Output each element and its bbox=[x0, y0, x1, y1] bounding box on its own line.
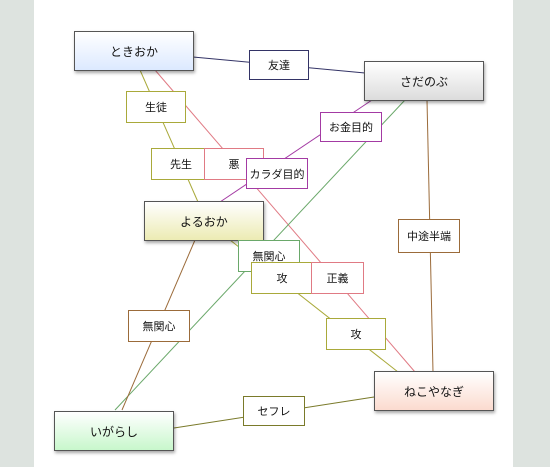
label-seigi: 正義 bbox=[311, 262, 364, 294]
node-tokioka[interactable]: ときおか bbox=[74, 31, 194, 71]
node-yoruoka[interactable]: よるおか bbox=[144, 201, 264, 241]
label-seito: 生徒 bbox=[126, 91, 186, 123]
label-mukanshin-2: 無関心 bbox=[128, 310, 190, 342]
label-chuuto-hanpa: 中途半端 bbox=[398, 219, 460, 253]
label-karada-mokuteki: カラダ目的 bbox=[246, 158, 308, 189]
label-sefure: セフレ bbox=[243, 396, 305, 426]
label-kou-1: 攻 bbox=[251, 262, 313, 294]
edge-tokioka-yoruoka bbox=[139, 69, 199, 203]
label-sensei: 先生 bbox=[151, 148, 211, 180]
label-okane-mokuteki: お金目的 bbox=[320, 112, 382, 142]
label-kou-2: 攻 bbox=[326, 318, 386, 350]
node-igarashi[interactable]: いがらし bbox=[54, 411, 174, 451]
node-sadanobu[interactable]: さだのぶ bbox=[364, 61, 484, 101]
label-yuujin: 友達 bbox=[249, 50, 309, 80]
node-nekoyanagi[interactable]: ねこやなぎ bbox=[374, 371, 494, 411]
